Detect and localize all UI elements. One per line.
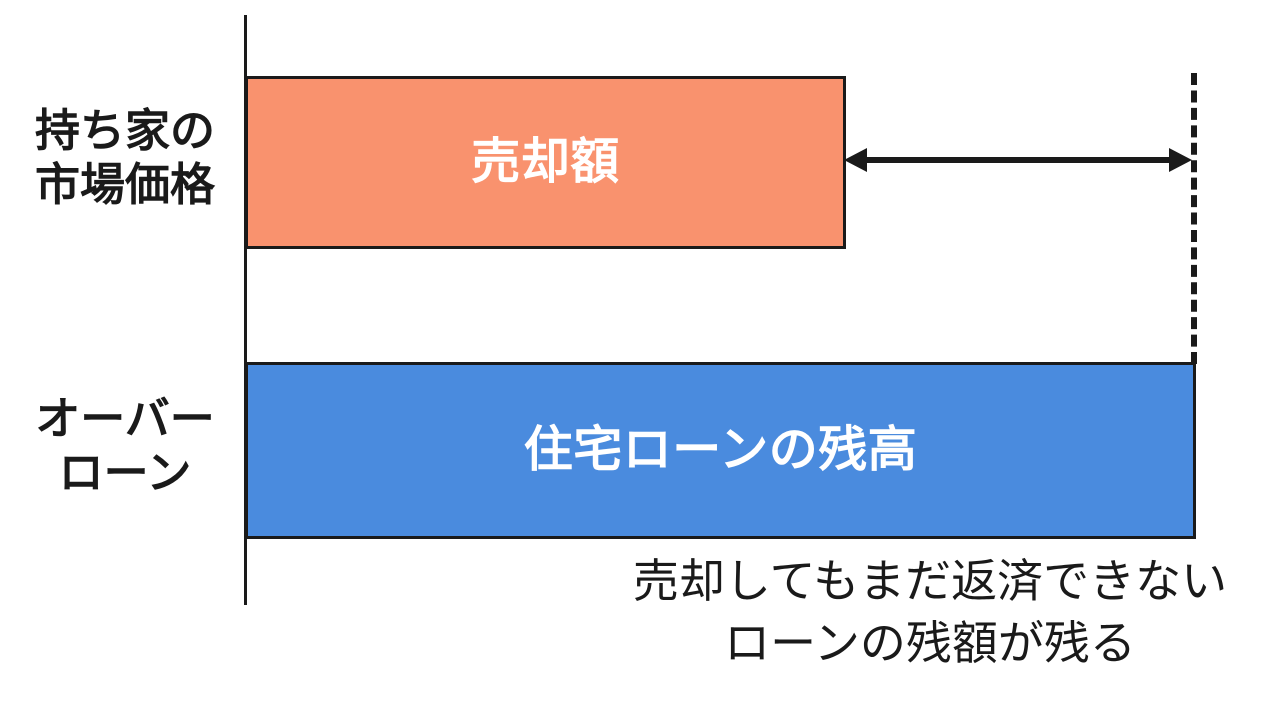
row-label-owned-line1: 持ち家の [34,105,215,156]
vertical-axis [244,15,247,605]
caption-text: 売却してもまだ返済できない ローンの残額が残る [610,550,1250,674]
caption-line2: ローンの残額が残る [724,617,1136,670]
row-label-over-loan-line1: オーバー [35,393,215,444]
row-label-over-loan: オーバー ローン [16,392,234,501]
bar-sale-amount: 売却額 [245,76,846,249]
bar-label-mortgage-balance: 住宅ローンの残高 [523,423,918,477]
row-label-over-loan-line2: ローン [58,447,192,499]
bar-mortgage-balance: 住宅ローンの残高 [245,362,1196,539]
dashed-guide-line-icon [1191,73,1197,364]
bar-label-sale-amount: 売却額 [471,135,620,189]
row-label-owned-home-market-price: 持ち家の 市場価格 [16,104,234,213]
double-arrow-icon [844,148,1192,172]
caption-line1: 売却してもまだ返済できない [632,555,1228,607]
row-label-owned-line2: 市場価格 [34,159,215,211]
